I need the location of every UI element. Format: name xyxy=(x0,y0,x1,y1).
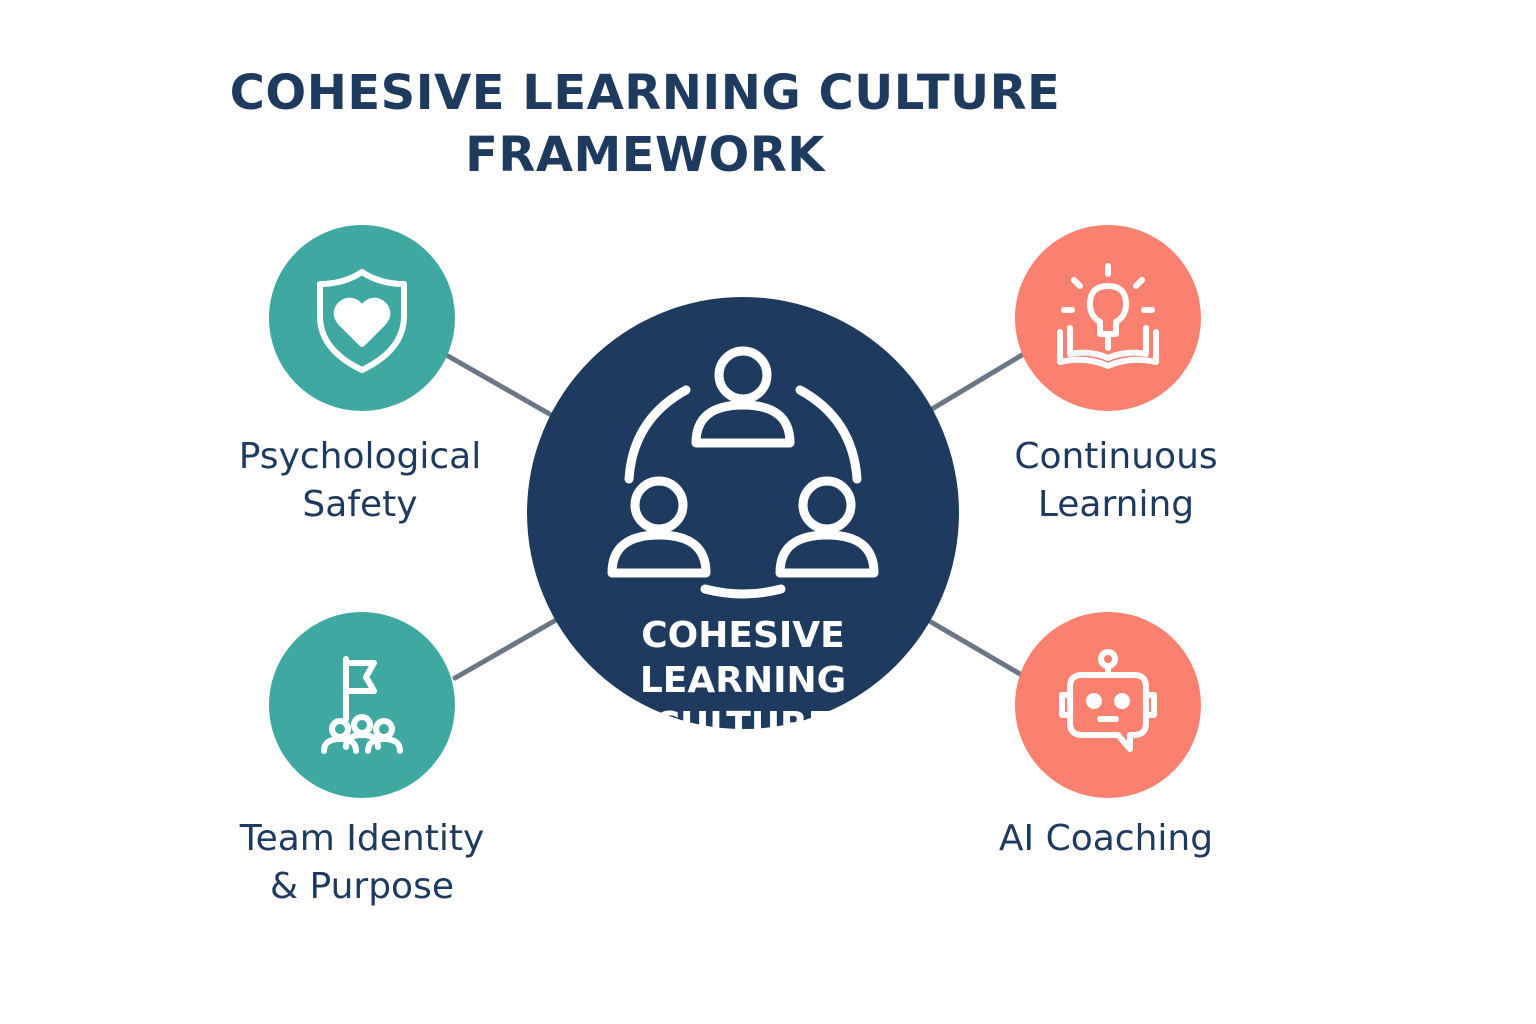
center-label-line-3: CULTURE xyxy=(653,705,833,746)
center-label-line-2: LEARNING xyxy=(639,660,847,701)
people-circle-icon xyxy=(607,346,879,599)
node-team-identity xyxy=(269,612,455,798)
label-psychological-safety-line-2: Safety xyxy=(302,484,418,525)
label-ai-coaching: AI Coaching xyxy=(956,815,1256,863)
center-label-line-1: COHESIVE xyxy=(641,615,845,656)
center-label: COHESIVE LEARNING CULTURE xyxy=(527,613,959,748)
flag-team-icon xyxy=(321,656,403,754)
robot-chat-icon xyxy=(1059,649,1157,752)
connector-ai-coaching xyxy=(928,619,1023,677)
label-psychological-safety: Psychological Safety xyxy=(210,433,510,529)
connector-psychological-safety xyxy=(445,353,556,419)
label-continuous-learning-line-1: Continuous xyxy=(1014,436,1218,477)
label-team-identity-line-2: & Purpose xyxy=(270,866,454,907)
label-continuous-learning-line-2: Learning xyxy=(1037,484,1195,525)
label-psychological-safety-line-1: Psychological xyxy=(238,436,482,477)
label-continuous-learning: Continuous Learning xyxy=(966,433,1266,529)
diagram-title: COHESIVE LEARNING CULTURE FRAMEWORK xyxy=(200,62,1090,186)
node-ai-coaching xyxy=(1015,612,1201,798)
title-line-1: COHESIVE LEARNING CULTURE xyxy=(229,65,1061,121)
connector-continuous-learning xyxy=(929,352,1025,412)
label-team-identity: Team Identity & Purpose xyxy=(212,815,512,911)
shield-heart-icon xyxy=(317,269,407,373)
connector-team-identity xyxy=(452,617,559,681)
node-psychological-safety xyxy=(269,225,455,411)
label-team-identity-line-1: Team Identity xyxy=(239,818,485,859)
title-line-2: FRAMEWORK xyxy=(465,127,825,183)
node-continuous-learning xyxy=(1015,225,1201,411)
label-ai-coaching-line-1: AI Coaching xyxy=(998,818,1214,859)
lightbulb-book-icon xyxy=(1057,263,1159,369)
center-node: COHESIVE LEARNING CULTURE xyxy=(527,297,959,746)
